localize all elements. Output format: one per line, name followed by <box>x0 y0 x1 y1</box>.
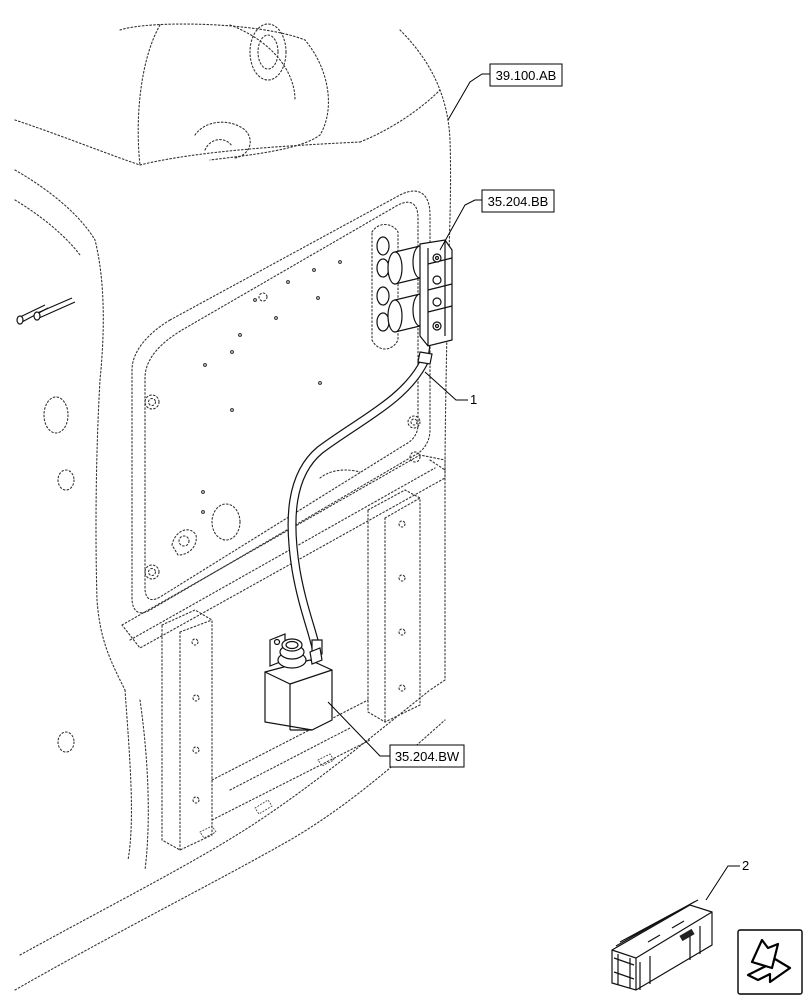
next-page-arrow-icon[interactable] <box>737 929 803 995</box>
ref-box-35-204-bw[interactable] <box>389 744 465 768</box>
lower-frame <box>121 454 446 851</box>
ref-box-35-204-bb[interactable] <box>481 189 555 213</box>
reservoir-sensor <box>264 633 333 731</box>
reference-callouts: 39.100.AB 35.204.BB 35.204.BW 1 2 <box>327 63 749 901</box>
ref-label-35-204-bw: 35.204.BW <box>395 749 460 764</box>
crate-kit-icon <box>611 899 713 991</box>
wiring-harness <box>287 344 433 655</box>
ref-label-35-204-bb: 35.204.BB <box>488 194 549 209</box>
solenoid-valve-block <box>371 223 453 350</box>
callout-number-1: 1 <box>470 392 477 407</box>
mounting-plate <box>131 190 431 614</box>
callout-number-2: 2 <box>742 858 749 873</box>
ref-label-39-100-ab: 39.100.AB <box>496 68 557 83</box>
plate-holes <box>201 260 342 514</box>
machine-body-outline <box>14 23 452 991</box>
left-side-features <box>16 297 76 753</box>
ref-box-39-100-ab[interactable] <box>489 63 563 87</box>
